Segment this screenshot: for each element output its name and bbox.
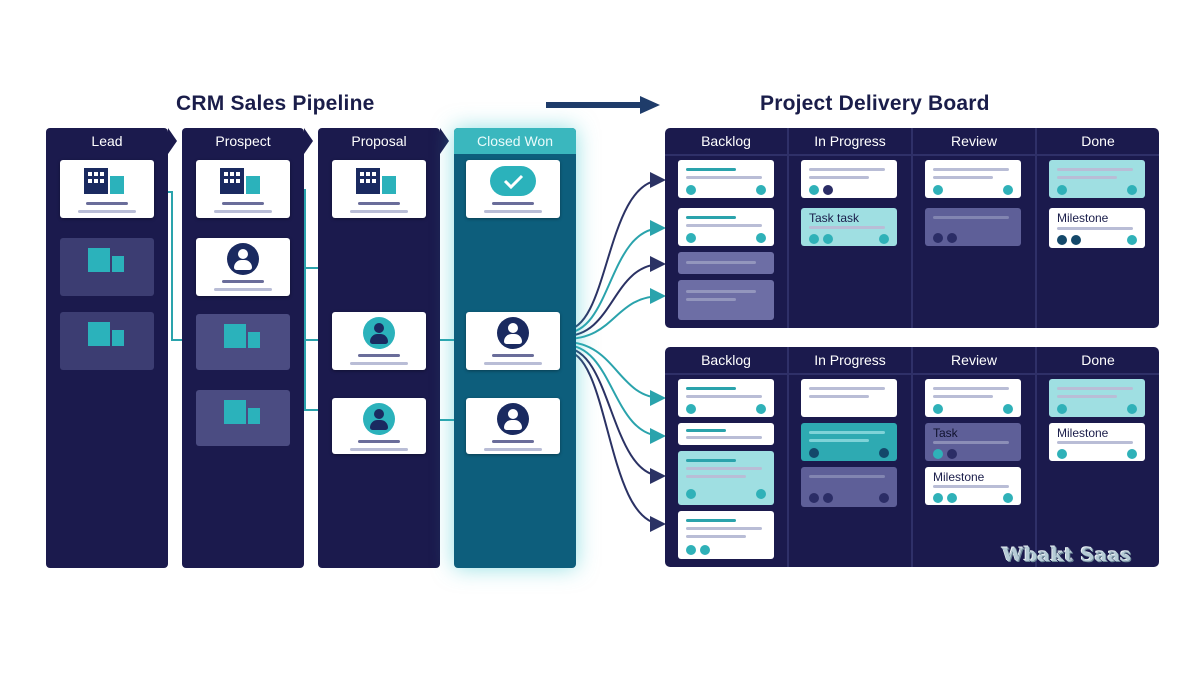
proposal-contact-card[interactable]: [332, 312, 426, 370]
task-card-dimmed[interactable]: [678, 252, 774, 274]
handoff-connectors: [564, 172, 666, 532]
watermark-logo: Wbakt Saas: [1002, 544, 1132, 566]
building-icon: [224, 400, 260, 424]
milestone-card[interactable]: Milestone: [1049, 208, 1145, 248]
closed-won-contact-card[interactable]: [466, 398, 560, 454]
closed-won-contact-card[interactable]: [466, 312, 560, 370]
task-card-dimmed[interactable]: [678, 280, 774, 320]
milestone-label: Milestone: [1057, 211, 1109, 225]
person-icon: [363, 403, 395, 435]
person-icon: [497, 317, 529, 349]
prospect-card-dimmed[interactable]: [196, 390, 290, 446]
building-icon: [356, 168, 396, 194]
closed-won-card[interactable]: [466, 160, 560, 218]
task-card[interactable]: [678, 160, 774, 198]
column-done-label: Done: [1081, 352, 1115, 368]
column-done-label: Done: [1081, 133, 1115, 149]
column-in-progress-label: In Progress: [814, 133, 886, 149]
task-card[interactable]: [925, 160, 1021, 198]
chevron-right-icon: [304, 128, 313, 154]
building-icon: [84, 168, 124, 194]
check-icon: [490, 166, 536, 196]
board-title: Project Delivery Board: [760, 92, 990, 115]
person-icon: [363, 317, 395, 349]
arrow-right-icon: [546, 96, 660, 114]
column-review-label: Review: [951, 352, 997, 368]
task-card[interactable]: [801, 379, 897, 417]
column-backlog-label: Backlog: [701, 352, 751, 368]
milestone-card[interactable]: Milestone: [1049, 423, 1145, 461]
column-in-progress-label: In Progress: [814, 352, 886, 368]
building-icon: [224, 324, 260, 348]
task-label: Task task: [809, 211, 860, 225]
task-card[interactable]: [678, 451, 774, 505]
prospect-contact-card[interactable]: [196, 238, 290, 296]
milestone-label: Milestone: [933, 470, 985, 484]
stage-closed-won-label: Closed Won: [454, 128, 576, 154]
chevron-right-icon: [168, 128, 177, 154]
delivery-board-top: Backlog In Progress Review Done Task tas…: [665, 128, 1159, 328]
task-card[interactable]: [678, 423, 774, 445]
task-card-dimmed[interactable]: [925, 208, 1021, 246]
lead-card[interactable]: [60, 160, 154, 218]
building-icon: [88, 248, 124, 272]
prospect-card-dimmed[interactable]: [196, 314, 290, 370]
column-backlog-label: Backlog: [701, 133, 751, 149]
crm-title: CRM Sales Pipeline: [176, 92, 375, 115]
stage-proposal-label: Proposal: [351, 133, 407, 149]
task-card-dimmed[interactable]: [801, 467, 897, 507]
task-card[interactable]: [801, 160, 897, 198]
task-card[interactable]: [678, 379, 774, 417]
column-review-label: Review: [951, 133, 997, 149]
task-card[interactable]: [801, 423, 897, 461]
task-card[interactable]: Task task: [801, 208, 897, 246]
lead-card-dimmed[interactable]: [60, 238, 154, 296]
task-card[interactable]: [1049, 160, 1145, 198]
proposal-card[interactable]: [332, 160, 426, 218]
lead-card-dimmed[interactable]: [60, 312, 154, 370]
task-card[interactable]: Task: [925, 423, 1021, 461]
proposal-contact-card[interactable]: [332, 398, 426, 454]
milestone-card[interactable]: Milestone: [925, 467, 1021, 505]
task-card[interactable]: [925, 379, 1021, 417]
building-icon: [88, 322, 124, 346]
stage-lead-label: Lead: [91, 133, 123, 149]
task-label: Task: [933, 426, 958, 440]
prospect-card[interactable]: [196, 160, 290, 218]
task-card[interactable]: [1049, 379, 1145, 417]
task-card[interactable]: [678, 511, 774, 559]
milestone-label: Milestone: [1057, 426, 1109, 440]
delivery-board-bottom: Backlog In Progress Review Done: [665, 347, 1159, 567]
building-icon: [220, 168, 260, 194]
chevron-right-icon: [440, 128, 449, 154]
person-icon: [497, 403, 529, 435]
task-card[interactable]: [678, 208, 774, 246]
person-icon: [227, 243, 259, 275]
stage-prospect-label: Prospect: [215, 133, 271, 149]
